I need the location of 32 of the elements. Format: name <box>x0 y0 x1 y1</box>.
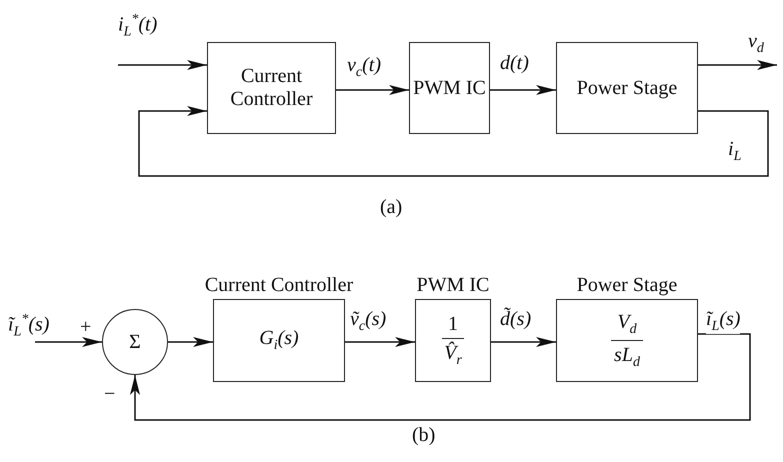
arrow <box>138 106 769 177</box>
block-box <box>556 42 698 134</box>
arrow <box>168 337 213 347</box>
signal-label: d(t) <box>500 52 529 74</box>
block-title: Power Stage <box>576 274 678 296</box>
panel-label: (b) <box>412 424 436 446</box>
block-label: Power Stage <box>576 76 678 100</box>
transfer-function-numerator: 1 <box>442 312 464 339</box>
transfer-function: G$_{i}$(s) <box>259 326 299 354</box>
sigma-symbol: Σ <box>129 330 141 354</box>
arrow <box>130 333 751 421</box>
block-box <box>207 42 336 134</box>
arrow <box>698 60 777 70</box>
block-title: Current Controller <box>204 274 354 296</box>
panel-label: (a) <box>380 196 402 218</box>
arrow <box>491 337 556 347</box>
block-label: PWM IC <box>413 76 486 100</box>
sign-label: + <box>80 316 92 338</box>
arrow <box>118 60 207 70</box>
arrow <box>336 85 409 95</box>
transfer-function-denominator: V̂$_{r}$ <box>444 340 462 368</box>
transfer-function-numerator: V$_{d}$ <box>611 310 643 341</box>
block-box <box>409 42 490 134</box>
signal-label: d̃(s) <box>500 308 532 330</box>
arrow <box>345 337 415 347</box>
arrow <box>35 337 102 347</box>
block-title: PWM IC <box>416 274 490 296</box>
transfer-function-denominator: sL$_{d}$ <box>614 343 640 370</box>
sign-label: − <box>104 383 116 405</box>
block-label: Current Controller <box>229 65 314 111</box>
signal-label: ĩ$_{L}$(s) <box>706 308 740 334</box>
arrow <box>490 85 556 95</box>
